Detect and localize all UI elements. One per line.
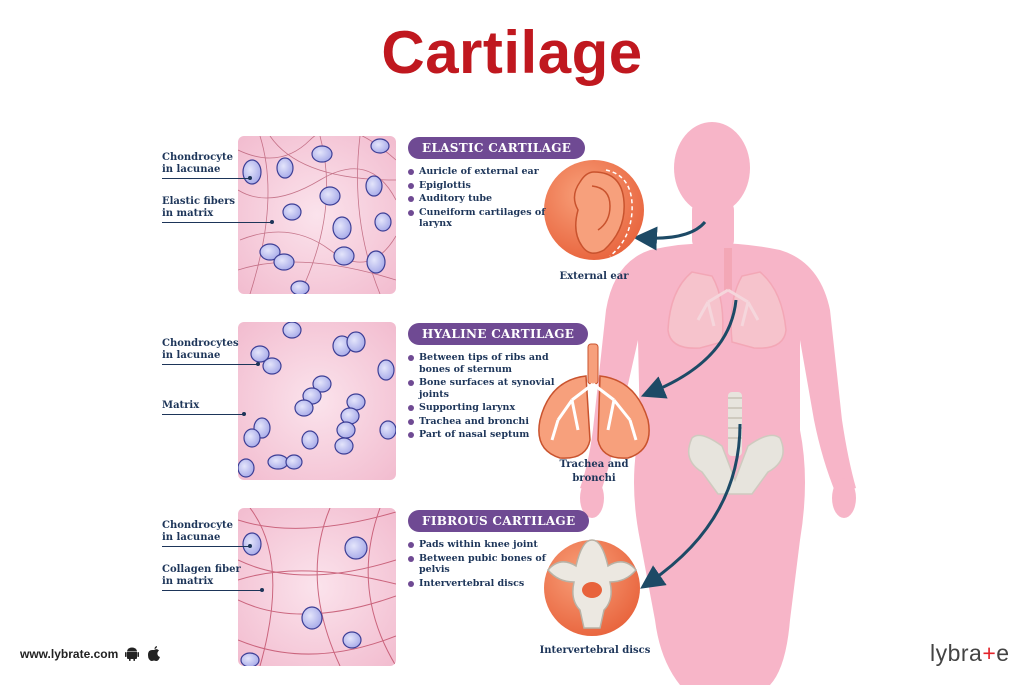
pointer-line <box>162 546 250 547</box>
heading-fibrous-cartilage: FIBROUS CARTILAGE <box>408 510 590 532</box>
body-lungs <box>667 248 787 349</box>
pointer-dot <box>270 220 274 224</box>
list-item: Auditory tube <box>408 193 558 205</box>
lybrate-logo[interactable]: lybra+e <box>930 640 1010 666</box>
pointer-line <box>162 590 262 591</box>
elastic-locations-list: Auricle of external ear Epiglottis Audit… <box>408 166 558 232</box>
bullet-dot <box>408 196 414 202</box>
bullet-dot <box>408 580 414 587</box>
list-item: Cuneiform cartilages of larynx <box>408 207 558 230</box>
arrow-disc <box>640 423 742 589</box>
list-item: Part of nasal septum <box>408 429 558 441</box>
label-matrix: Matrix <box>162 400 200 411</box>
bullet-dot <box>408 542 414 548</box>
list-item: Between tips of ribs and bones of sternu… <box>408 352 558 375</box>
list-item: Supporting larynx <box>408 402 558 414</box>
pointer-line <box>162 178 250 179</box>
heading-elastic-cartilage: ELASTIC CARTILAGE <box>408 137 586 159</box>
fibrous-tissue-panel <box>238 508 396 666</box>
label-chondrocyte: Chondrocyte in lacunae <box>162 152 233 175</box>
ear-organ <box>544 160 644 260</box>
bullet-dot <box>408 169 414 175</box>
hyaline-tissue-panel <box>238 322 396 480</box>
pointer-dot <box>248 176 252 180</box>
pointer-dot <box>242 412 246 416</box>
caption-external-ear: External ear <box>559 271 629 282</box>
bullet-dot <box>408 182 414 189</box>
elastic-tissue-panel <box>238 136 396 294</box>
lungs-organ <box>538 343 650 459</box>
bullet-dot <box>408 380 414 386</box>
bullet-dot <box>408 418 414 425</box>
website-link[interactable]: www.lybrate.com <box>20 647 119 661</box>
heading-hyaline-cartilage: HYALINE CARTILAGE <box>408 323 589 345</box>
bullet-dot <box>408 555 414 562</box>
list-item: Trachea and bronchi <box>408 416 558 428</box>
page-title: Cartilage <box>381 19 643 86</box>
pointer-line <box>162 364 258 365</box>
list-item: Auricle of external ear <box>408 166 558 178</box>
list-item: Between pubic bones of pelvis <box>408 553 558 576</box>
bullet-dot <box>408 432 414 438</box>
list-item: Bone surfaces at synovial joints <box>408 377 558 400</box>
label-collagen-fiber: Collagen fiber in matrix <box>162 564 241 587</box>
pointer-dot <box>256 362 260 366</box>
pointer-dot <box>248 544 252 548</box>
bullet-dot <box>408 405 414 411</box>
arrow-lungs <box>640 299 738 399</box>
arrow-ear <box>633 220 707 251</box>
list-item: Epiglottis <box>408 180 558 192</box>
hyaline-locations-list: Between tips of ribs and bones of sternu… <box>408 352 558 443</box>
list-item: Pads within knee joint <box>408 539 558 551</box>
bullet-dot <box>408 355 414 361</box>
pointer-dot <box>260 588 264 592</box>
pointer-line <box>162 222 272 223</box>
fibrous-locations-list: Pads within knee joint Between pubic bon… <box>408 539 558 591</box>
vertebra-organ <box>544 539 640 636</box>
list-item: Intervertebral discs <box>408 578 558 590</box>
android-icon[interactable] <box>124 646 140 662</box>
pointer-line <box>162 414 244 415</box>
label-chondrocyte: Chondrocyte in lacunae <box>162 520 233 543</box>
label-elastic-fibers: Elastic fibers in matrix <box>162 196 236 219</box>
caption-trachea-bronchi: Trachea and bronchi <box>559 459 629 484</box>
bullet-dot <box>408 209 414 216</box>
caption-intervertebral-discs: Intervertebral discs <box>539 645 651 656</box>
apple-icon[interactable] <box>146 645 162 662</box>
label-chondrocytes: Chondrocytes in lacunae <box>162 338 239 361</box>
